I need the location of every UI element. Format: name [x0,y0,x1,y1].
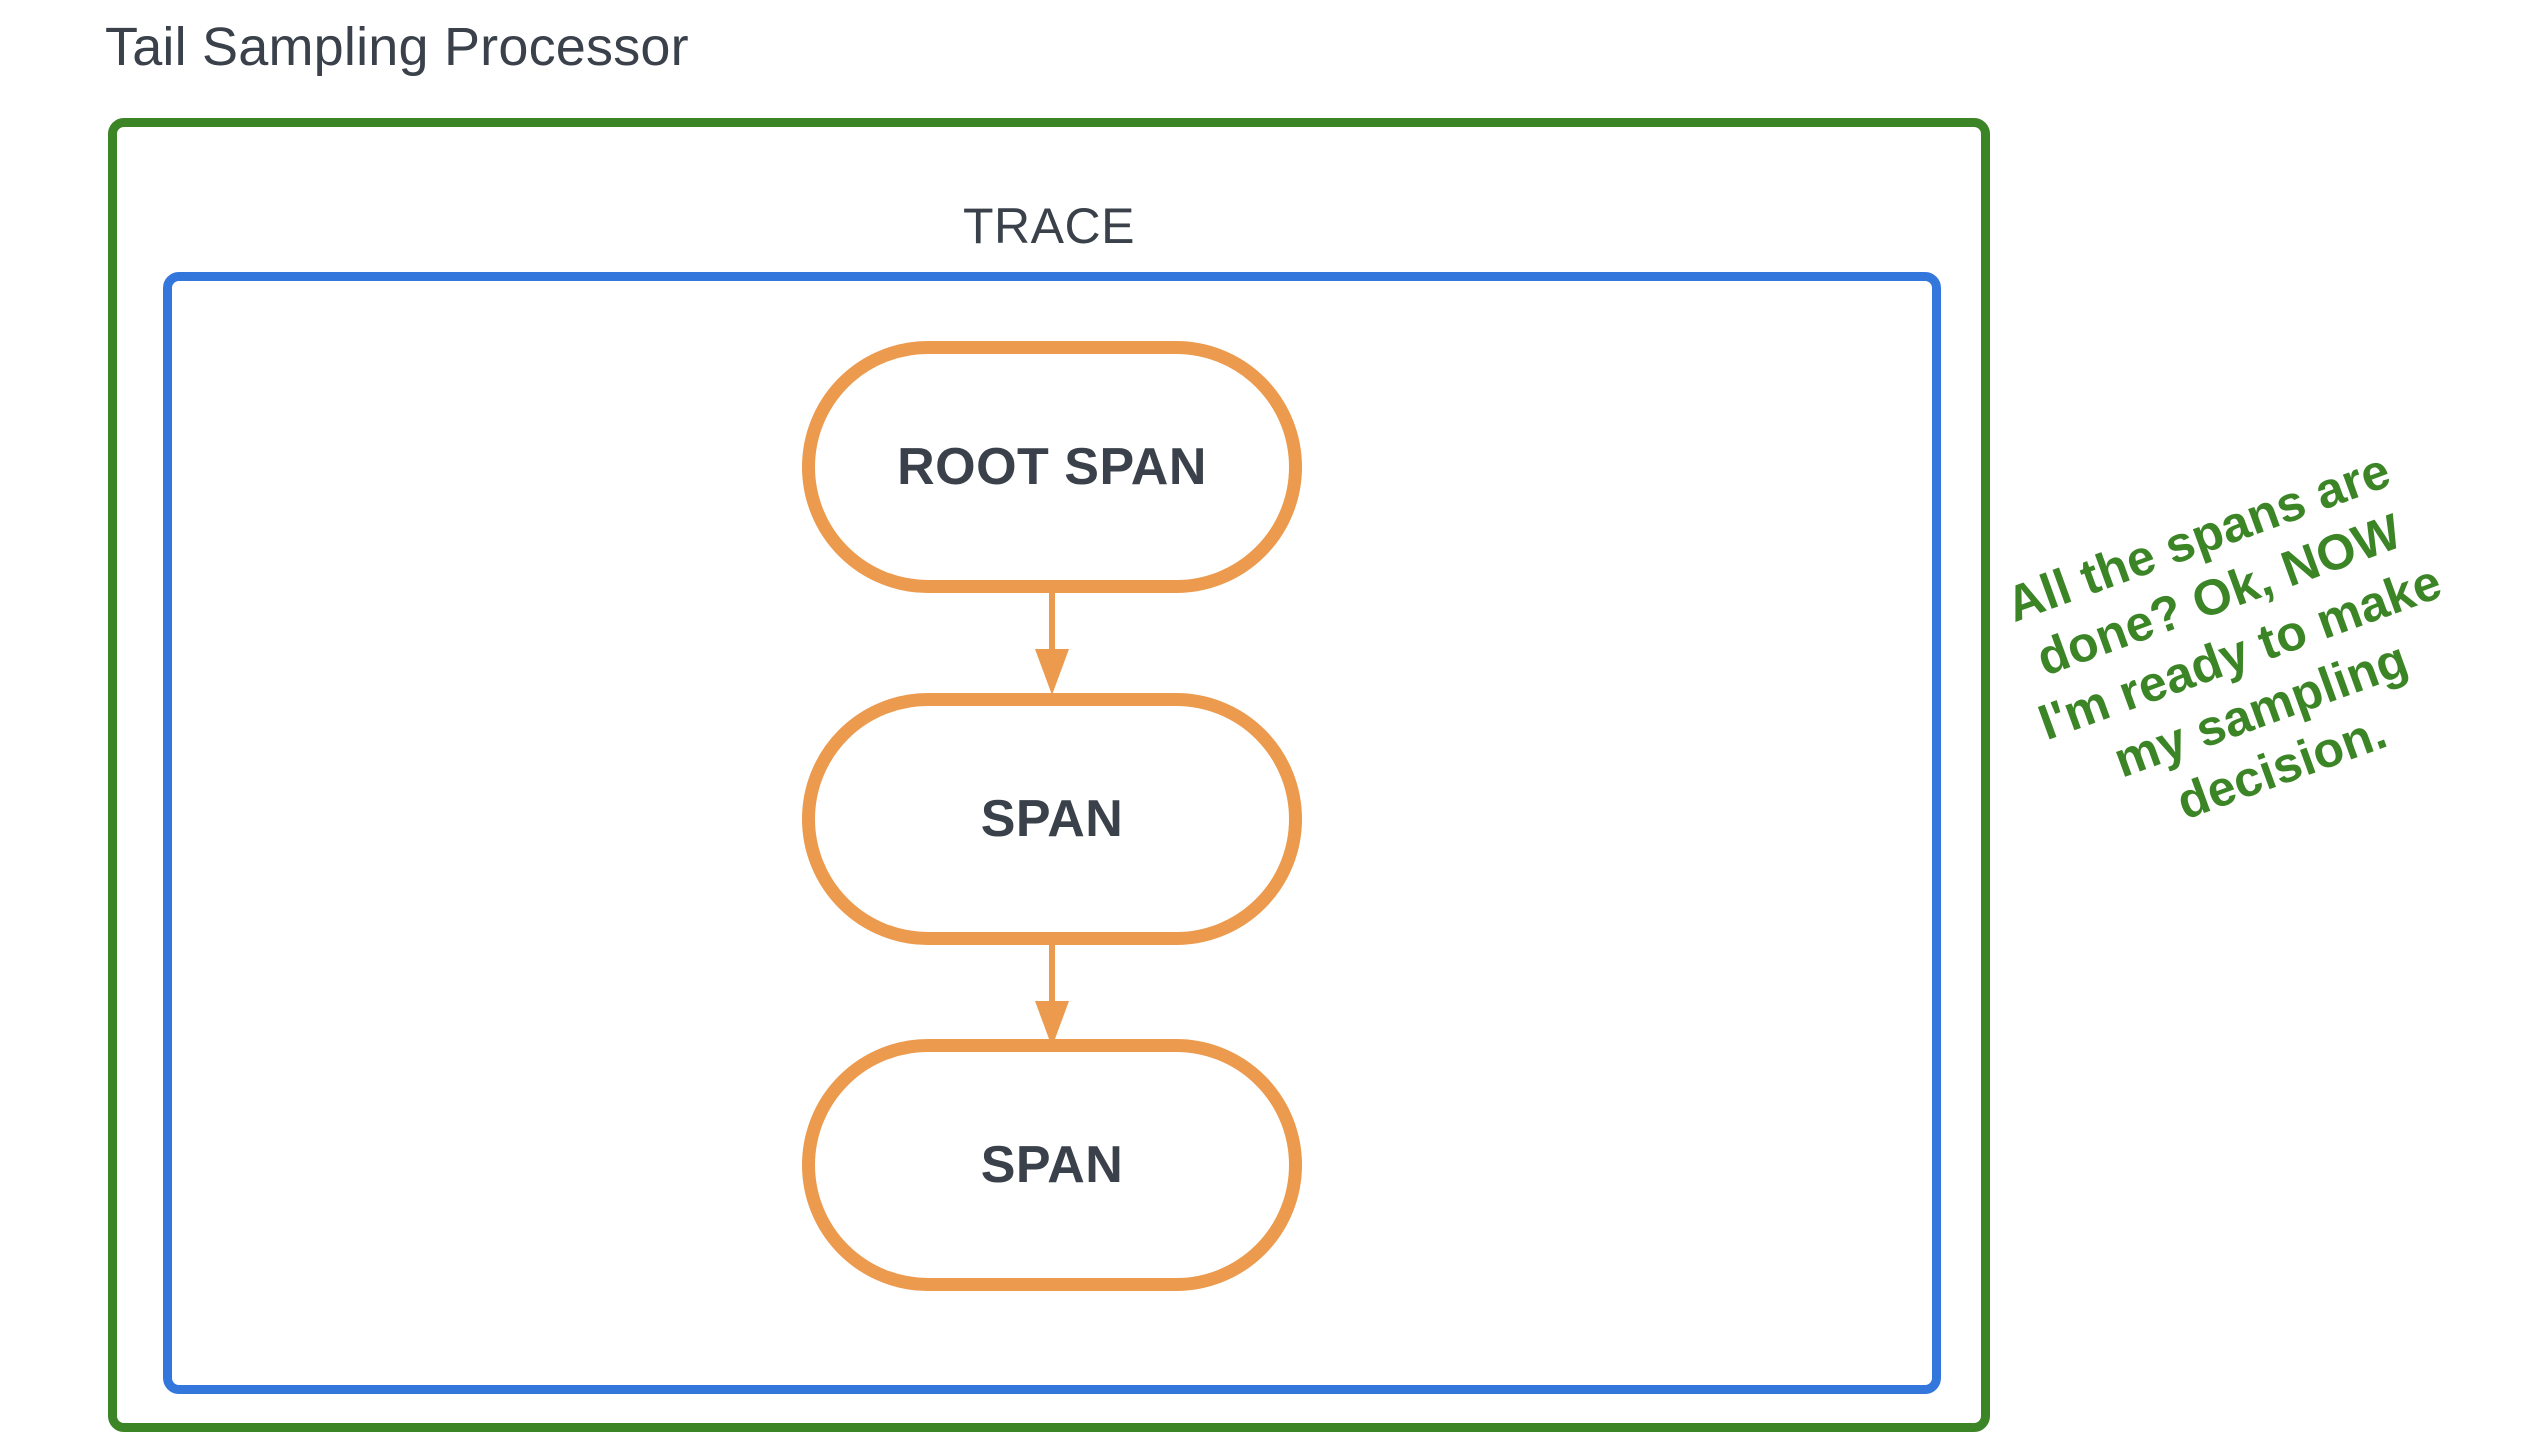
span-node-label: SPAN [980,790,1124,848]
span-node-label: ROOT SPAN [897,438,1207,496]
span-node-root[interactable]: ROOT SPAN [802,341,1302,593]
span-node-2[interactable]: SPAN [802,693,1302,945]
sampling-decision-annotation: All the spans are done? Ok, NOW I'm read… [1998,442,2449,831]
arrow-root-to-span2-icon [1035,591,1069,695]
span-node-label: SPAN [980,1136,1124,1194]
tail-sampling-processor-container: TRACE ROOT SPAN SPAN SPA [108,118,1990,1432]
span-flow: ROOT SPAN SPAN SPAN [172,281,1932,1385]
page-title: Tail Sampling Processor [105,17,689,77]
span-node-3[interactable]: SPAN [802,1039,1302,1291]
arrow-span2-to-span3-icon [1035,943,1069,1047]
trace-label: TRACE [963,198,1135,254]
trace-container: ROOT SPAN SPAN SPAN [163,272,1941,1394]
